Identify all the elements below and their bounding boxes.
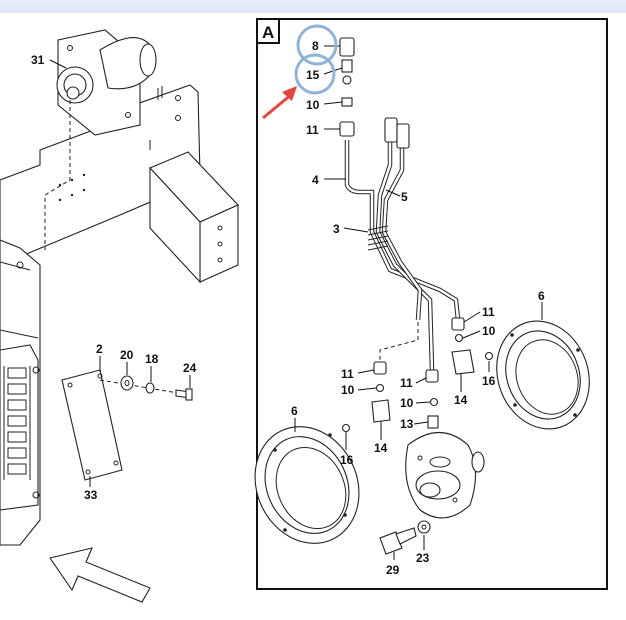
callout-14-left: 14 bbox=[374, 441, 388, 455]
fastener-row bbox=[99, 356, 193, 401]
detail-panel-frame bbox=[256, 18, 608, 590]
callout-3: 3 bbox=[333, 222, 340, 236]
callout-10-left: 10 bbox=[341, 383, 355, 397]
callout-31: 31 bbox=[31, 53, 45, 67]
motor-bracket-assembly bbox=[0, 29, 239, 284]
callout-16-left: 16 bbox=[340, 453, 354, 467]
callout-8: 8 bbox=[312, 39, 319, 53]
cover-plate bbox=[61, 369, 123, 487]
callout-10-mid: 10 bbox=[400, 396, 414, 410]
callout-15: 15 bbox=[306, 68, 320, 82]
callout-6-left: 6 bbox=[291, 404, 298, 418]
sensor-cable-harness bbox=[344, 140, 461, 371]
bolt-and-washer bbox=[379, 520, 431, 560]
top-bar bbox=[0, 0, 626, 13]
highlight-circle-15 bbox=[294, 53, 336, 95]
callout-16-right: 16 bbox=[482, 374, 496, 388]
callout-10-right: 10 bbox=[482, 324, 496, 338]
drive-hub bbox=[405, 432, 485, 519]
right-sensor-fittings bbox=[425, 317, 494, 429]
panel-letter: A bbox=[262, 23, 274, 42]
left-sensor-fittings bbox=[341, 361, 391, 433]
callout-10-top: 10 bbox=[306, 98, 320, 112]
view-direction-arrow bbox=[49, 547, 151, 603]
callout-14-right: 14 bbox=[454, 393, 468, 407]
callout-20: 20 bbox=[120, 348, 134, 362]
gearbox-housing bbox=[0, 239, 41, 546]
callout-18: 18 bbox=[145, 352, 159, 366]
callout-11-top: 11 bbox=[306, 123, 319, 137]
highlight-circle-8 bbox=[296, 24, 338, 66]
callout-24: 24 bbox=[183, 361, 197, 375]
callout-11-right: 11 bbox=[482, 305, 495, 319]
callout-29: 29 bbox=[386, 563, 400, 577]
top-connectors bbox=[339, 37, 410, 149]
callout-11-left: 11 bbox=[341, 367, 354, 381]
panel-letter-box bbox=[256, 18, 280, 44]
flange-ring-left bbox=[254, 426, 360, 544]
flange-ring-right bbox=[496, 320, 590, 430]
callout-11-mid: 11 bbox=[400, 376, 413, 390]
callout-4: 4 bbox=[312, 173, 319, 187]
callout-2: 2 bbox=[96, 342, 103, 356]
red-pointer-arrow bbox=[262, 86, 297, 120]
callout-33: 33 bbox=[84, 488, 98, 502]
callout-5: 5 bbox=[401, 190, 408, 204]
callout-23: 23 bbox=[416, 551, 430, 565]
callout-6-right: 6 bbox=[538, 289, 545, 303]
callout-13: 13 bbox=[400, 417, 414, 431]
